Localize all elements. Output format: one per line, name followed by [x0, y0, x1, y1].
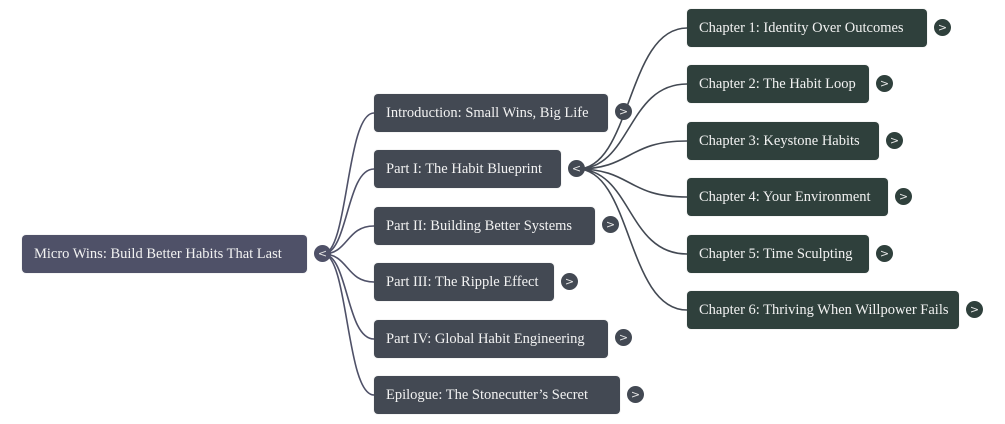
- node-label: Chapter 3: Keystone Habits: [699, 133, 860, 149]
- chevron-left-icon: <: [571, 162, 582, 175]
- node-epilogue[interactable]: Epilogue: The Stonecutter’s Secret: [374, 376, 620, 414]
- node-chapter-5[interactable]: Chapter 5: Time Sculpting: [687, 235, 869, 273]
- chapter-2-expand-toggle[interactable]: >: [876, 75, 893, 92]
- connector-root-to-epilogue: [322, 253, 375, 396]
- chevron-left-icon: <: [317, 247, 328, 260]
- chevron-right-icon: >: [889, 134, 900, 147]
- connector-part1-to-ch2: [576, 83, 688, 170]
- chevron-right-icon: >: [879, 77, 890, 90]
- node-chapter-4[interactable]: Chapter 4: Your Environment: [687, 178, 888, 216]
- node-label: Epilogue: The Stonecutter’s Secret: [386, 387, 589, 403]
- chevron-right-icon: >: [879, 247, 890, 260]
- connector-root-to-intro: [322, 112, 375, 255]
- node-chapter-1[interactable]: Chapter 1: Identity Over Outcomes: [687, 9, 927, 47]
- chevron-right-icon: >: [969, 303, 980, 316]
- chevron-right-icon: >: [898, 190, 909, 203]
- connector-part1-to-ch4: [576, 168, 688, 198]
- chapter-3-expand-toggle[interactable]: >: [886, 132, 903, 149]
- connector-part1-to-ch1: [576, 27, 688, 170]
- chapter-1-expand-toggle[interactable]: >: [934, 19, 951, 36]
- node-chapter-6[interactable]: Chapter 6: Thriving When Willpower Fails: [687, 291, 959, 329]
- chapter-4-expand-toggle[interactable]: >: [895, 188, 912, 205]
- node-label: Chapter 5: Time Sculpting: [699, 246, 853, 262]
- node-chapter-3[interactable]: Chapter 3: Keystone Habits: [687, 122, 879, 160]
- part2-expand-toggle[interactable]: >: [602, 216, 619, 233]
- chevron-right-icon: >: [618, 331, 629, 344]
- node-part1[interactable]: Part I: The Habit Blueprint: [374, 150, 561, 188]
- part1-connectors: [576, 27, 688, 311]
- connector-part1-to-ch3: [576, 140, 688, 170]
- node-label: Chapter 4: Your Environment: [699, 189, 871, 205]
- chevron-right-icon: >: [937, 21, 948, 34]
- connector-root-to-part4: [322, 253, 375, 340]
- node-label: Chapter 2: The Habit Loop: [699, 76, 856, 92]
- connector-part1-to-ch5: [576, 168, 688, 255]
- part4-expand-toggle[interactable]: >: [615, 329, 632, 346]
- node-intro[interactable]: Introduction: Small Wins, Big Life: [374, 94, 608, 132]
- node-label: Part I: The Habit Blueprint: [386, 161, 542, 177]
- node-label: Introduction: Small Wins, Big Life: [386, 105, 589, 121]
- chevron-right-icon: >: [605, 218, 616, 231]
- intro-expand-toggle[interactable]: >: [615, 103, 632, 120]
- node-part4[interactable]: Part IV: Global Habit Engineering: [374, 320, 608, 358]
- node-label: Chapter 1: Identity Over Outcomes: [699, 20, 904, 36]
- node-chapter-2[interactable]: Chapter 2: The Habit Loop: [687, 65, 869, 103]
- part1-collapse-toggle[interactable]: <: [568, 160, 585, 177]
- node-label: Chapter 6: Thriving When Willpower Fails: [699, 302, 949, 318]
- root-node[interactable]: Micro Wins: Build Better Habits That Las…: [22, 235, 307, 273]
- node-part3[interactable]: Part III: The Ripple Effect: [374, 263, 554, 301]
- node-part2[interactable]: Part II: Building Better Systems: [374, 207, 595, 245]
- chapter-5-expand-toggle[interactable]: >: [876, 245, 893, 262]
- node-label: Part IV: Global Habit Engineering: [386, 331, 585, 347]
- node-label: Part II: Building Better Systems: [386, 218, 573, 234]
- connector-part1-to-ch6: [576, 168, 688, 311]
- chapter-6-expand-toggle[interactable]: >: [966, 301, 983, 318]
- root-collapse-toggle[interactable]: <: [314, 245, 331, 262]
- part3-expand-toggle[interactable]: >: [561, 273, 578, 290]
- root-node-label: Micro Wins: Build Better Habits That Las…: [34, 246, 282, 262]
- chevron-right-icon: >: [564, 275, 575, 288]
- chevron-right-icon: >: [618, 105, 629, 118]
- node-label: Part III: The Ripple Effect: [386, 274, 539, 290]
- chevron-right-icon: >: [630, 388, 641, 401]
- epilogue-expand-toggle[interactable]: >: [627, 386, 644, 403]
